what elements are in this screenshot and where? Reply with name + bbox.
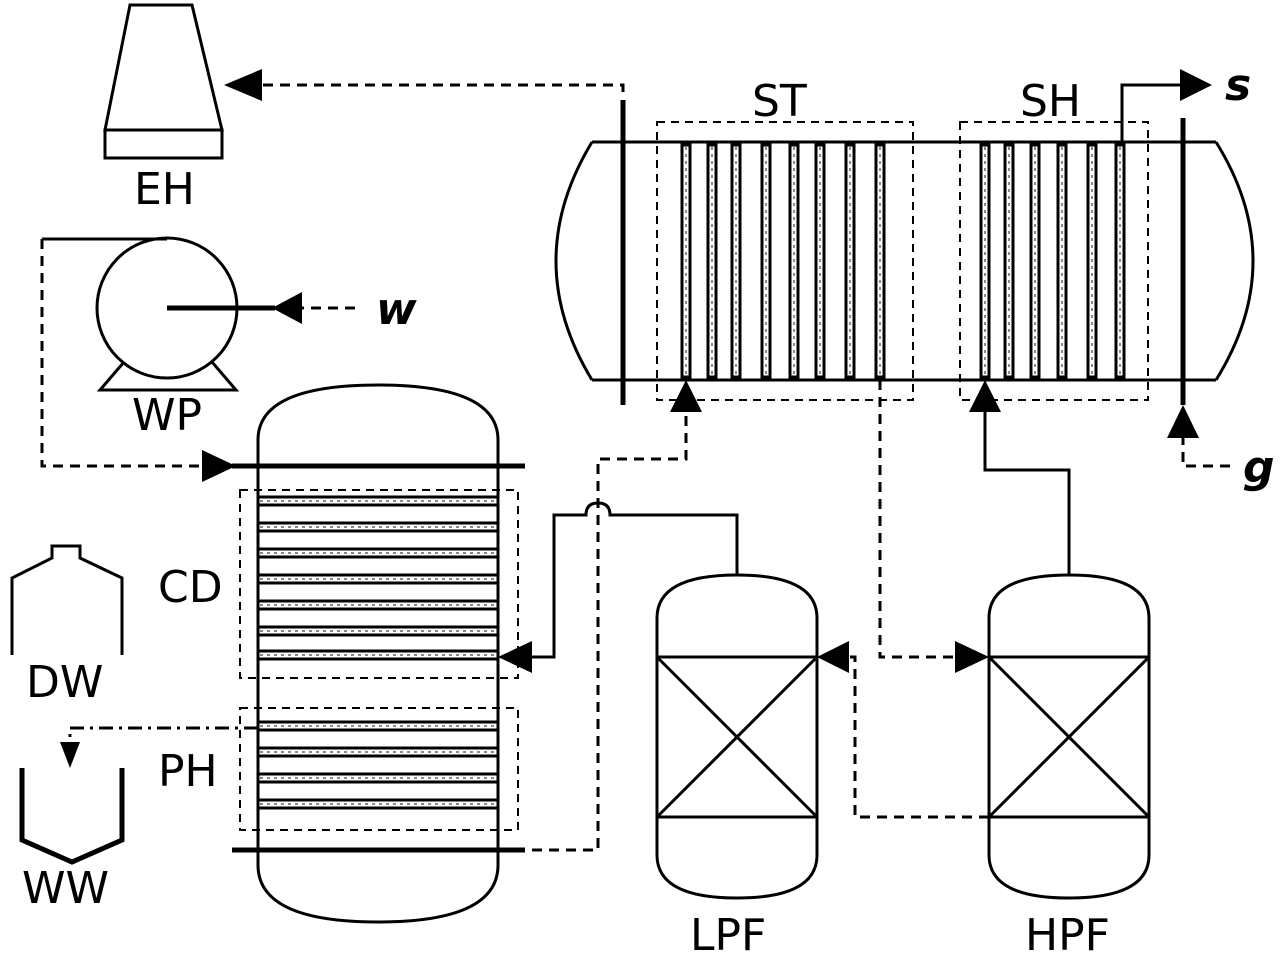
tube (256, 573, 500, 585)
tube (256, 746, 500, 758)
tube (1003, 143, 1015, 379)
tube (814, 143, 826, 379)
tube (874, 143, 886, 379)
label-lpf: LPF (690, 910, 766, 960)
label-water: w (376, 284, 417, 335)
tube (256, 625, 500, 637)
superheater-section (959, 121, 1149, 401)
label-hpf: HPF (1025, 910, 1110, 960)
lpf-to-cd-line (532, 501, 739, 659)
hpf-to-lpf-arrow (817, 641, 849, 673)
exhaust-line (258, 83, 625, 92)
label-eh: EH (134, 164, 195, 215)
waste-bin (19, 768, 125, 865)
tube (256, 521, 500, 533)
gas-in-line (1181, 438, 1230, 468)
tube (844, 143, 856, 379)
exhaust-arrow (224, 69, 262, 101)
tube (1029, 143, 1041, 379)
preheater-tubes (256, 720, 500, 810)
tube (680, 143, 692, 379)
gas-in-arrow (1167, 405, 1199, 438)
label-gas: g (1243, 442, 1275, 493)
hpf-to-sh-line (983, 412, 1071, 575)
steam-out-arrow (1180, 69, 1212, 101)
label-cd: CD (158, 562, 223, 613)
tube (256, 649, 500, 661)
steam-section-tubes (680, 143, 886, 379)
condenser-section (239, 489, 519, 679)
condenser-tubes (256, 495, 500, 661)
water-drum (10, 544, 124, 655)
tube (730, 143, 742, 379)
pump-discharge-line (40, 239, 205, 468)
tube (1056, 143, 1068, 379)
tube (1114, 143, 1126, 379)
tube (760, 143, 772, 379)
pump-discharge-arrow (202, 450, 236, 482)
high-pressure-flash-vessel (987, 573, 1151, 900)
label-dw: DW (26, 657, 103, 708)
steam-turbine-section (656, 121, 914, 401)
hpf-to-lpf-line (845, 655, 989, 819)
ph-to-st-arrow (670, 380, 702, 412)
lpf-to-cd-arrow (498, 641, 532, 673)
water-pump (42, 236, 275, 392)
tube (788, 143, 800, 379)
steam-out-line (1120, 83, 1185, 142)
label-sh: SH (1020, 76, 1081, 127)
condensate-line (68, 726, 258, 745)
st-to-hpf-line (878, 380, 955, 659)
preheater-section (239, 707, 519, 831)
hpf-to-sh-arrow (969, 380, 1001, 412)
tube (256, 798, 500, 810)
steam-generator-shell (554, 100, 1255, 405)
tube (256, 720, 500, 732)
tube (256, 599, 500, 611)
tube (1086, 143, 1098, 379)
label-steam: s (1225, 60, 1251, 111)
label-ww: WW (22, 863, 109, 914)
exhaust-hood (103, 3, 224, 160)
condensate-arrow (60, 742, 80, 768)
tube (256, 547, 500, 559)
water-in-arrow (272, 292, 302, 324)
tube (256, 495, 500, 507)
tube (256, 772, 500, 784)
label-ph: PH (158, 746, 218, 797)
st-to-hpf-arrow (955, 641, 989, 673)
low-pressure-flash-vessel (655, 573, 819, 900)
superheater-tubes (979, 143, 1126, 379)
label-wp: WP (132, 390, 202, 441)
label-st: ST (752, 76, 807, 127)
tube (979, 143, 991, 379)
tube (706, 143, 718, 379)
